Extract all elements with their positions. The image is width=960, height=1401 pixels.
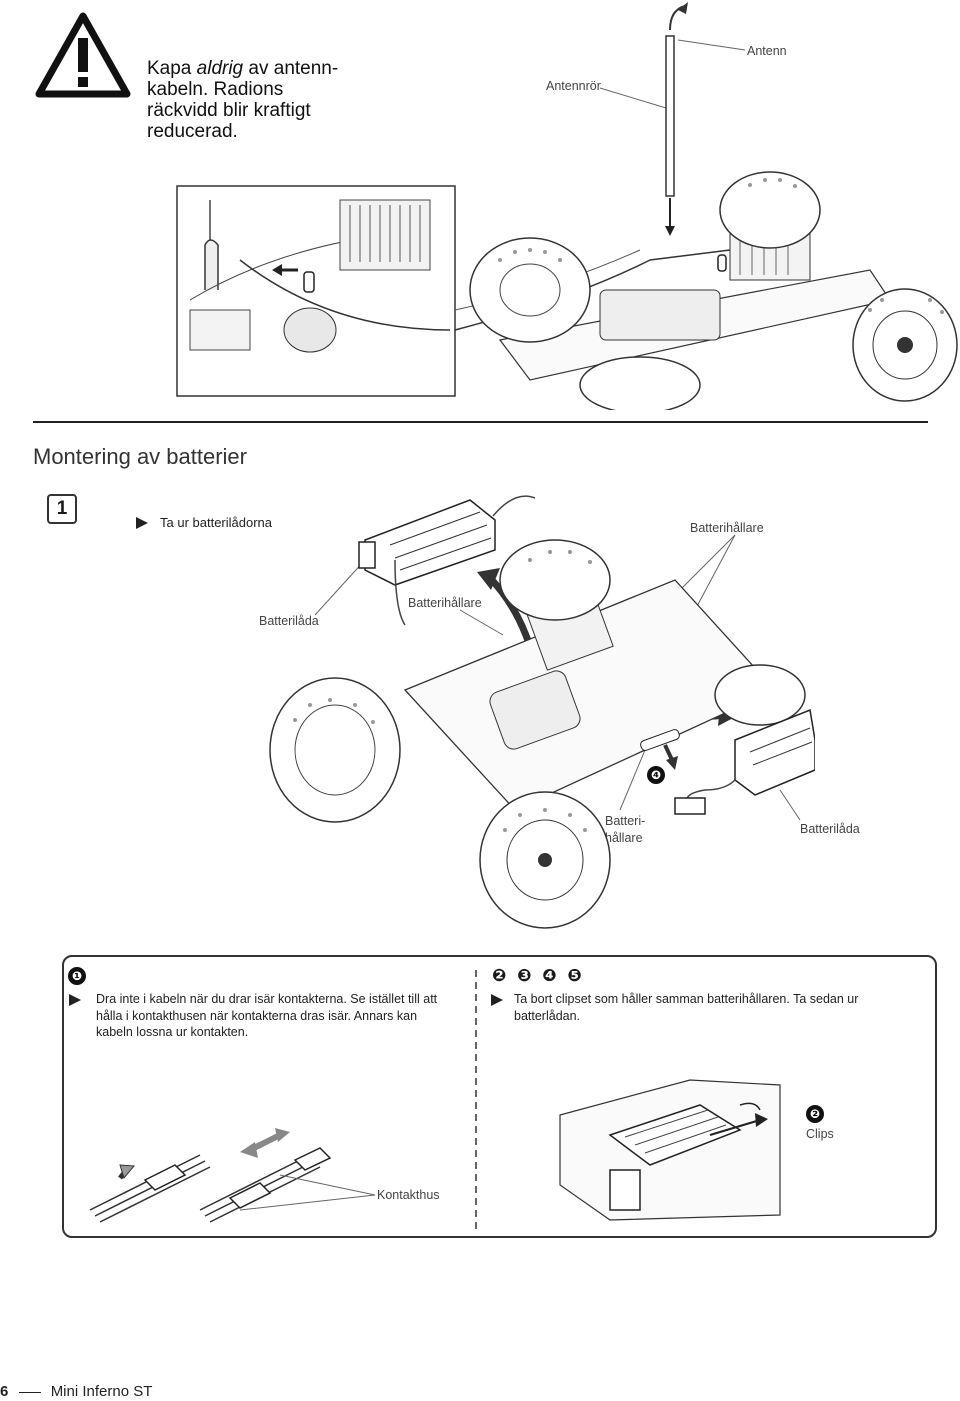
battery-removal-illustration	[269, 495, 815, 929]
label-clips: Clips	[806, 1127, 834, 1141]
label-antennror: Antennrör	[546, 79, 601, 93]
page-number: 6	[0, 1383, 9, 1400]
label-batterihallare-mid: Batterihållare	[408, 596, 482, 610]
clip-removal-illustration	[559, 1079, 781, 1221]
note-right-text: Ta bort clipset som håller samman batter…	[514, 992, 859, 1023]
label-batterilada-left: Batterilåda	[259, 614, 319, 628]
label-batterihallare-top: Batterihållare	[690, 521, 764, 535]
note-left-text: Dra inte i kabeln när du drar isär konta…	[96, 992, 438, 1039]
label-batteri-line1: Batteri-	[605, 814, 646, 828]
footer-dash	[18, 1391, 41, 1393]
step-number: 1	[47, 494, 77, 524]
footer-title: Mini Inferno ST	[50, 1383, 153, 1400]
label-batterilada-right: Batterilåda	[800, 822, 860, 836]
footer: 6 Mini Inferno ST	[0, 1383, 152, 1400]
marker-4: ❹	[647, 766, 665, 784]
connector-illustration	[89, 1128, 376, 1223]
notes-box	[62, 955, 937, 1238]
note-left-number: ❶	[68, 967, 86, 985]
section-divider	[33, 421, 928, 423]
note-right-numbers: ❷ ❸ ❹ ❺	[492, 966, 585, 985]
notes-divider	[475, 970, 477, 1230]
warning-text: Kapa aldrig av antenn- kabeln. Radions r…	[147, 58, 339, 142]
pointer-triangle-icon	[69, 994, 81, 1006]
pointer-triangle-icon	[136, 517, 148, 529]
section-title: Montering av batterier	[33, 444, 247, 469]
marker-2-clip: ❷	[806, 1105, 824, 1123]
antenna-chassis-illustration	[176, 2, 958, 410]
label-batterihallare-bottom: Batteri- hållare	[605, 813, 645, 847]
warning-icon	[35, 12, 131, 98]
pointer-triangle-icon	[491, 994, 503, 1006]
step-instruction: Ta ur batterilådorna	[160, 515, 273, 530]
label-antenn: Antenn	[747, 44, 787, 58]
label-kontakthus: Kontakthus	[377, 1188, 440, 1202]
label-batteri-line2: hållare	[605, 831, 643, 845]
